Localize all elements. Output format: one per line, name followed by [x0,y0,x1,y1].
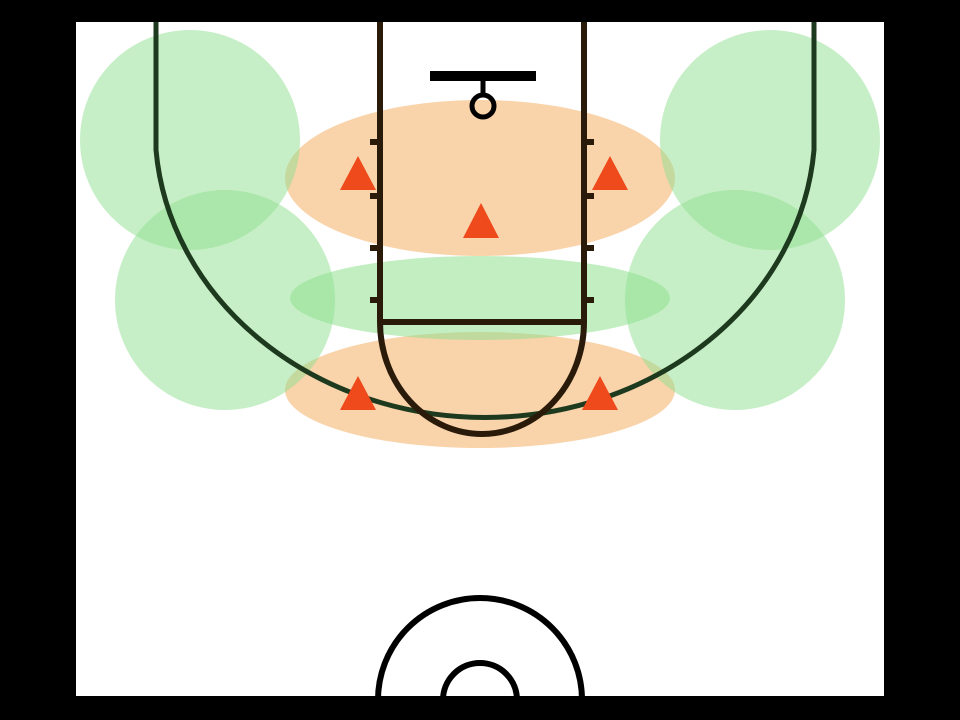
free-throw-line-zone [290,256,670,340]
court-markings [68,14,892,704]
center-circle-inner [440,660,520,701]
orange-triangle-cone-icon [582,376,618,410]
court-boundary [68,14,892,704]
free-throw-circle [377,321,587,437]
basketball-hoop-icon [469,92,497,120]
lane-hash-marks [370,139,594,303]
orange-triangle-cone-icon [463,203,499,238]
cones [340,156,628,410]
orange-triangle-cone-icon [340,376,376,410]
orange-triangle-cone-icon [340,156,376,190]
right-wing-zone [625,190,845,410]
orange-triangle-cone-icon [592,156,628,190]
center-circle-outer [375,595,585,701]
left-wing-zone [115,190,335,410]
three-point-line [153,22,817,420]
